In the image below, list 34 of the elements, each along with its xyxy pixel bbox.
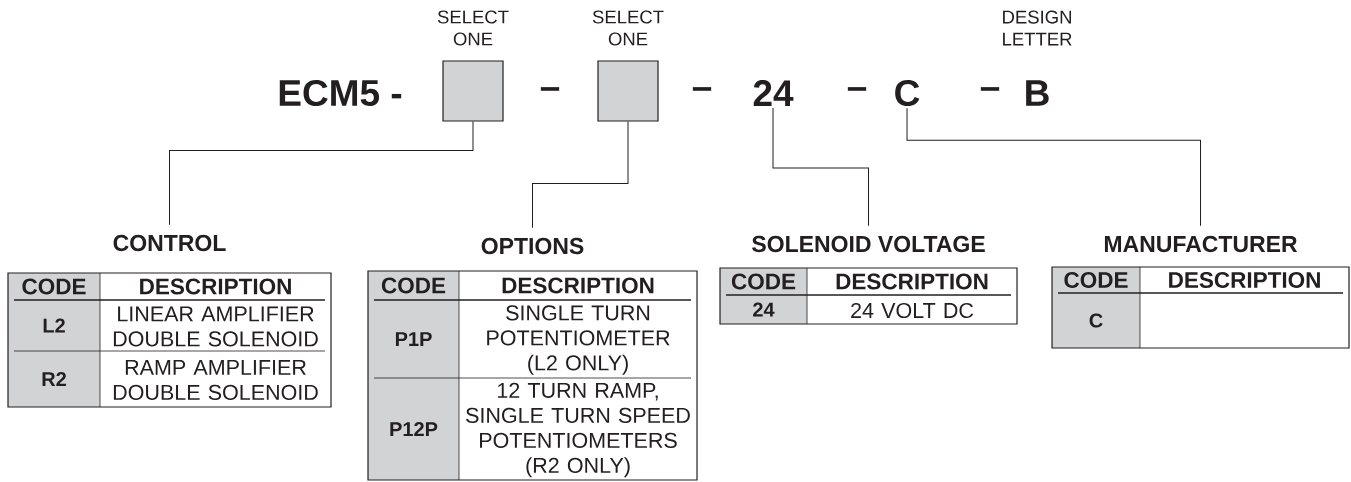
code-cell: P12P bbox=[368, 378, 459, 480]
header-cell: DESCRIPTION bbox=[502, 277, 654, 294]
table-title: SOLENOID VOLTAGE bbox=[752, 235, 985, 253]
select-one-note: SELECT ONE bbox=[592, 10, 664, 46]
dash-separator: – bbox=[540, 87, 560, 91]
code-cell: L2 bbox=[8, 300, 100, 351]
code-box bbox=[442, 60, 504, 122]
header-cell: DESCRIPTION bbox=[1169, 272, 1320, 288]
connector-line bbox=[532, 121, 629, 229]
table-title: MANUFACTURER bbox=[1104, 235, 1298, 253]
select-one-note: SELECT ONE bbox=[437, 10, 509, 46]
header-cell: DESCRIPTION bbox=[140, 278, 291, 295]
connector-line bbox=[169, 121, 474, 226]
header-cell: CODE bbox=[1052, 267, 1140, 293]
code-box bbox=[597, 60, 659, 122]
code-cell: R2 bbox=[8, 351, 100, 407]
dash-separator: – bbox=[980, 87, 1000, 91]
table-title: OPTIONS bbox=[481, 237, 584, 255]
design-letter-note: DESIGN LETTER bbox=[1003, 10, 1072, 46]
description-cell: 24 VOLT DC bbox=[851, 302, 974, 319]
model-code-text: B bbox=[1026, 80, 1049, 106]
model-code-text: ECM5 - bbox=[279, 79, 402, 107]
description-cell: LINEAR AMPLIFIER DOUBLE SOLENOID bbox=[113, 306, 318, 347]
table-title: CONTROL bbox=[113, 234, 226, 252]
header-cell: DESCRIPTION bbox=[836, 273, 988, 290]
connector-line bbox=[772, 107, 869, 227]
connector-line bbox=[906, 107, 1201, 227]
dash-separator: – bbox=[692, 87, 712, 91]
dash-separator: – bbox=[847, 87, 867, 91]
description-cell: RAMP AMPLIFIER DOUBLE SOLENOID bbox=[113, 360, 318, 400]
code-text: C bbox=[895, 79, 920, 107]
description-cell: 12 TURN RAMP, SINGLE TURN SPEED POTENTIOMETERS (R2 ONLY) bbox=[466, 382, 690, 478]
description-cell: SINGLE TURN POTENTIOMETER (L2 ONLY) bbox=[487, 305, 670, 375]
code-text: 24 bbox=[753, 80, 794, 106]
